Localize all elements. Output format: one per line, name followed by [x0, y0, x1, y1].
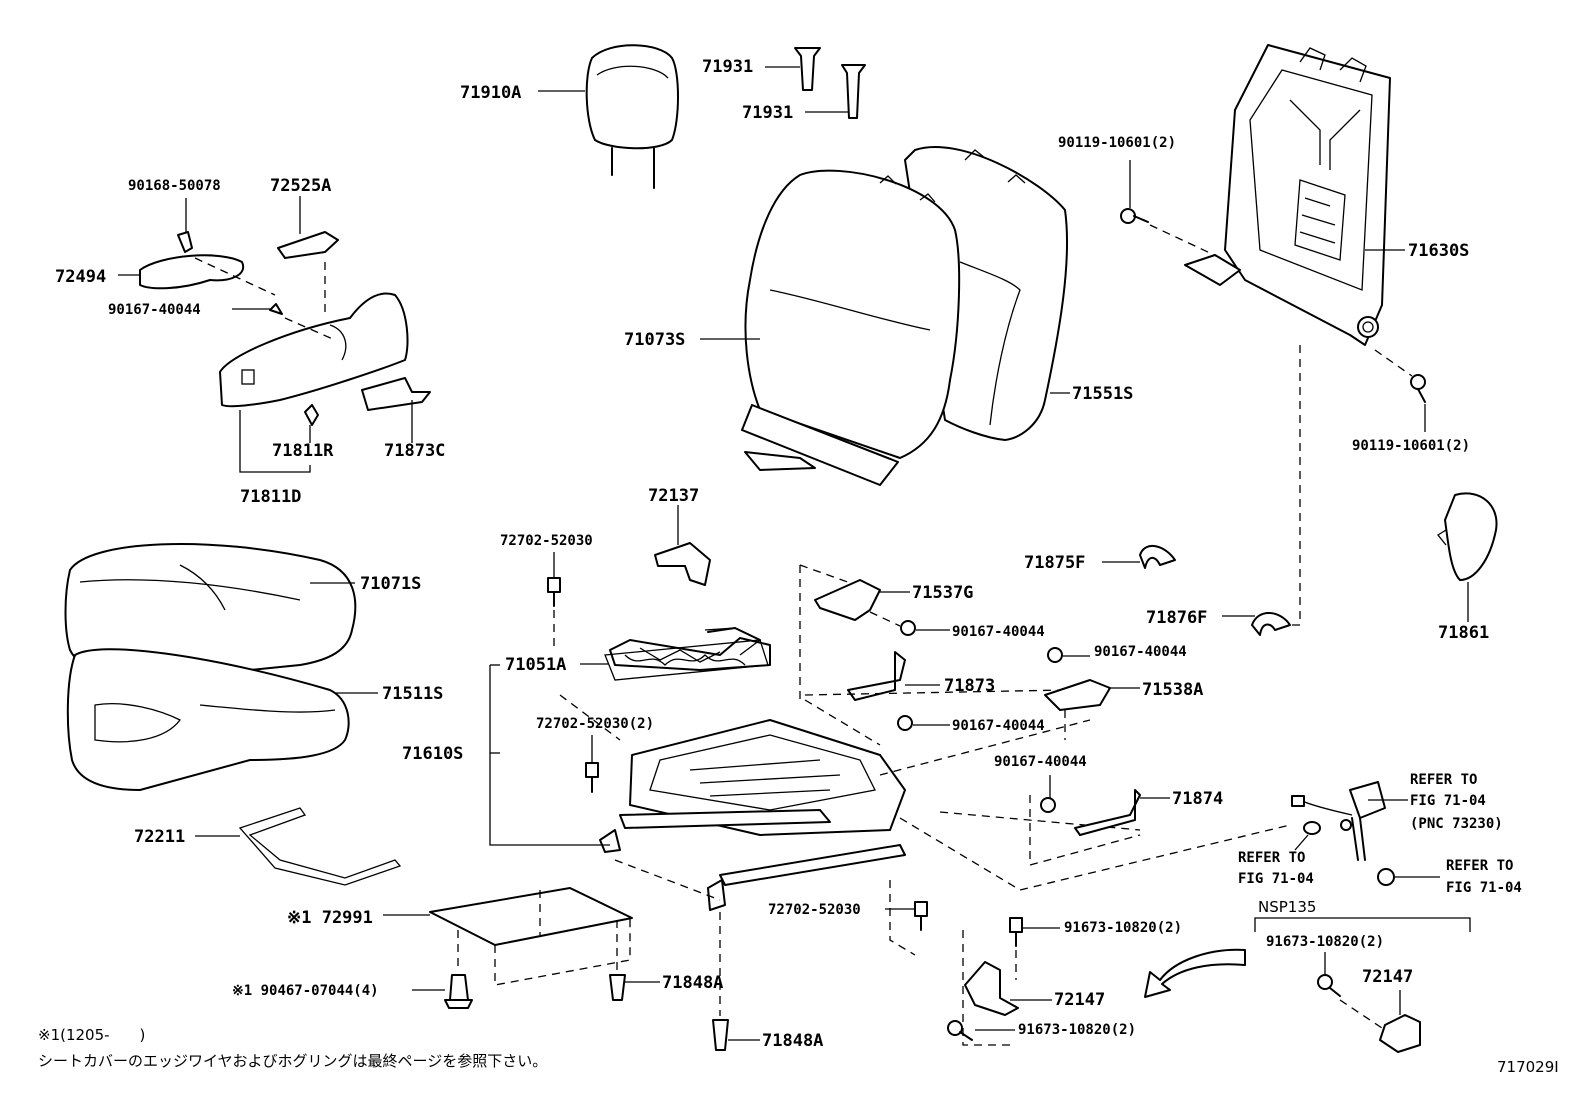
seat-belt-buckle-drawing	[1291, 781, 1440, 886]
label-refer-fig-2: FIG 71-04	[1238, 871, 1314, 887]
label-71511S: 71511S	[382, 684, 443, 704]
label-72702-52030-top: 72702-52030	[500, 533, 593, 549]
label-71910A: 71910A	[460, 83, 521, 103]
label-91673-10820-a: 91673-10820(2)	[1064, 920, 1182, 936]
bolts-90119-drawing	[1120, 160, 1426, 432]
nsp135-variant-drawing	[1254, 917, 1471, 1053]
label-71861: 71861	[1438, 623, 1489, 643]
label-refer-pnc-1: (PNC 73230)	[1410, 816, 1503, 832]
label-90167-40044-d: 90167-40044	[952, 718, 1045, 734]
label-91673-10820-b: 91673-10820(2)	[1266, 934, 1384, 950]
label-91673-10820-c: 91673-10820(2)	[1018, 1022, 1136, 1038]
seat-spring-drawing	[580, 627, 769, 681]
label-72137: 72137	[648, 486, 699, 506]
label-90167-40044-e: 90167-40044	[994, 754, 1087, 770]
pins-drawing	[412, 912, 760, 1051]
label-72147: 72147	[1054, 990, 1105, 1010]
label-90119-10601-top: 90119-10601(2)	[1058, 135, 1176, 151]
support-pins-drawing	[765, 47, 866, 119]
wire-72211-drawing	[195, 807, 402, 886]
label-refer-fig-3: FIG 71-04	[1446, 880, 1522, 896]
label-90167-40044-c: 90167-40044	[1094, 644, 1187, 660]
label-71551S: 71551S	[1072, 384, 1133, 404]
headrest-drawing	[538, 44, 679, 189]
label-90167-40044-b: 90167-40044	[952, 624, 1045, 640]
label-71873: 71873	[944, 676, 995, 696]
figure-number: 717029I	[1497, 1058, 1559, 1076]
label-71874: 71874	[1172, 789, 1223, 809]
seatback-frame-drawing	[1184, 44, 1405, 346]
label-71630S: 71630S	[1408, 241, 1469, 261]
label-71811R: 71811R	[272, 441, 334, 461]
label-90119-10601-bottom: 90119-10601(2)	[1352, 438, 1470, 454]
label-refer-to-1: REFER TO	[1410, 772, 1477, 788]
label-71931-bottom: 71931	[742, 103, 793, 123]
label-71873C: 71873C	[384, 441, 445, 461]
label-72525A: 72525A	[270, 176, 331, 196]
seatback-drawing	[700, 146, 1070, 486]
label-71876F: 71876F	[1146, 608, 1207, 628]
label-refer-to-2: REFER TO	[1238, 850, 1305, 866]
label-refer-to-3: REFER TO	[1446, 858, 1513, 874]
label-71848A-bottom: 71848A	[762, 1031, 823, 1051]
label-72211: 72211	[134, 827, 185, 847]
footnote-date-range: ※1(1205- )	[38, 1026, 145, 1044]
label-71848A-top: 71848A	[662, 973, 723, 993]
label-71538A: 71538A	[1142, 680, 1203, 700]
seat-cushion-drawing	[64, 543, 378, 791]
label-71537G: 71537G	[912, 583, 973, 603]
bolts-72702-drawing	[547, 552, 928, 956]
seat-frame-drawing	[489, 564, 1291, 911]
label-71811D: 71811D	[240, 487, 301, 507]
bracket-72147-drawing	[947, 917, 1246, 1046]
board-72991-drawing	[383, 887, 633, 986]
label-71610S: 71610S	[402, 744, 463, 764]
side-brackets-drawing	[804, 345, 1498, 866]
label-90167-40044-armrest: 90167-40044	[108, 302, 201, 318]
label-72702-52030-bottom: 72702-52030	[768, 902, 861, 918]
label-71875F: 71875F	[1024, 553, 1085, 573]
label-71073S: 71073S	[624, 330, 685, 350]
label-90168-50078: 90168-50078	[128, 178, 221, 194]
footnote-seat-cover-note: シートカバーのエッジワイヤおよびホグリングは最終ページを参照下さい。	[38, 1052, 547, 1070]
label-90467-07044: ※1 90467-07044(4)	[232, 983, 379, 999]
side-cover-drawing	[118, 196, 431, 473]
label-71071S: 71071S	[360, 574, 421, 594]
label-71931-top: 71931	[702, 57, 753, 77]
label-nsp135: NSP135	[1258, 898, 1316, 916]
label-72991: ※1 72991	[287, 908, 373, 928]
label-72494: 72494	[55, 267, 106, 287]
label-72147-nsp: 72147	[1362, 967, 1413, 987]
label-72702-52030-x2: 72702-52030(2)	[536, 716, 654, 732]
label-refer-fig-1: FIG 71-04	[1410, 793, 1486, 809]
label-71051A: 71051A	[505, 655, 566, 675]
bracket-72137-drawing	[654, 505, 711, 586]
